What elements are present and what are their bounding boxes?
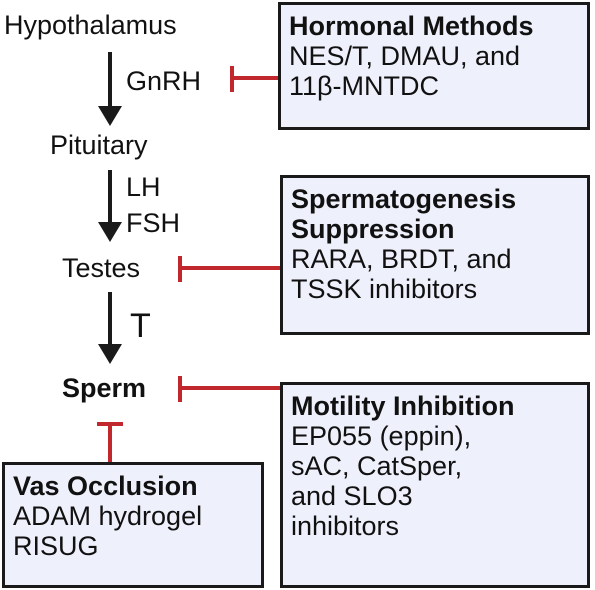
box-spermatogenesis-title: Suppression [291, 214, 455, 244]
box-hormonal-methods: Hormonal Methods NES/T, DMAU, and 11β-MN… [278, 2, 590, 130]
box-spermatogenesis-title: Spermatogenesis [291, 184, 517, 214]
box-motility-title: Motility Inhibition [291, 391, 515, 421]
node-hypothalamus: Hypothalamus [4, 10, 177, 40]
hormone-lh: LH [126, 172, 161, 202]
hormone-fsh: FSH [126, 208, 180, 238]
box-spermatogenesis-line: RARA, BRDT, and [291, 244, 512, 274]
box-motility-inhibition: Motility Inhibition EP055 (eppin), sAC, … [280, 382, 590, 588]
hormone-gnrh: GnRH [126, 66, 202, 96]
box-motility-line: EP055 (eppin), [291, 421, 472, 451]
box-motility-line: and SLO3 [291, 481, 413, 511]
arrowhead-hypothalamus-pituitary [98, 106, 122, 126]
arrowhead-testes-sperm [98, 344, 122, 364]
hormone-t: T [130, 307, 151, 345]
node-sperm: Sperm [62, 373, 147, 403]
node-pituitary: Pituitary [50, 130, 148, 160]
box-motility-line: inhibitors [291, 511, 400, 541]
arrowhead-pituitary-testes [98, 222, 122, 242]
box-hormonal-title: Hormonal Methods [289, 11, 534, 41]
box-spermatogenesis-suppression: Spermatogenesis Suppression RARA, BRDT, … [280, 175, 590, 335]
box-hormonal-line: NES/T, DMAU, and [289, 41, 521, 71]
box-motility-line: sAC, CatSper, [291, 451, 463, 481]
box-vas-occlusion: Vas Occlusion ADAM hydrogel RISUG [2, 462, 264, 588]
box-hormonal-line: 11β-MNTDC [289, 71, 440, 101]
box-spermatogenesis-line: TSSK inhibitors [291, 274, 478, 304]
box-vas-line: RISUG [13, 531, 99, 561]
node-testes: Testes [62, 253, 141, 283]
box-vas-line: ADAM hydrogel [13, 501, 203, 531]
box-vas-title: Vas Occlusion [13, 471, 198, 501]
